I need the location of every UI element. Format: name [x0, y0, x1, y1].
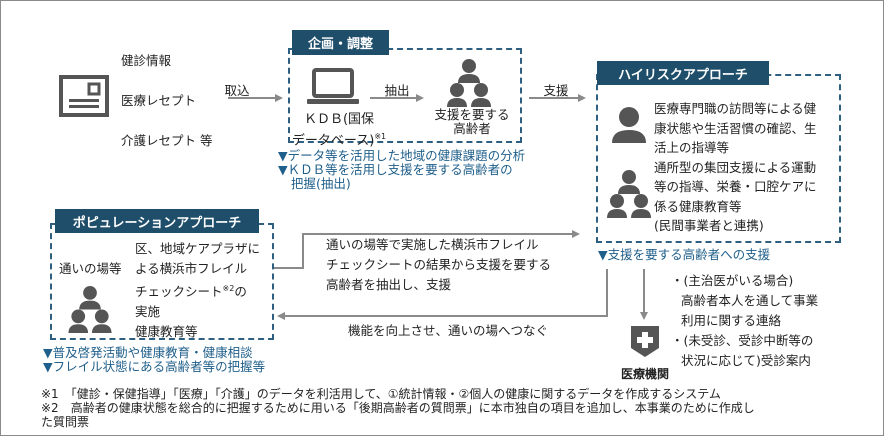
flow-line: 高齢者を抽出し、支援 — [326, 277, 452, 292]
extract-arrow — [370, 97, 417, 99]
high-risk-line: (民間事業者と連携) — [654, 218, 764, 233]
group-people-icon — [447, 59, 491, 107]
high-risk-line: 通所型の集団支援による運動 — [654, 159, 817, 175]
medical-bullet: 状況に応じて)受診案内 — [681, 353, 811, 368]
laptop-icon — [307, 68, 359, 104]
medical-arrow — [643, 269, 645, 313]
medical-arrowhead — [640, 312, 648, 320]
population-note: ▼普及啓発活動や健康教育・健康相談 — [43, 345, 253, 360]
document-card-icon — [59, 75, 109, 117]
group-people-icon — [607, 170, 651, 218]
support-label: 支援 — [543, 83, 569, 98]
planning-note: 把握(抽出) — [291, 176, 351, 191]
target-line2: 高齢者 — [453, 121, 491, 136]
support-arrowhead — [578, 94, 586, 102]
population-line: よる横浜市フレイル — [135, 261, 248, 276]
to-high-risk-text: 通いの場等で実施した横浜市フレイル チェックシートの結果から支援を要する 高齢者… — [326, 235, 551, 295]
import-arrowhead — [275, 94, 283, 102]
connector-segment — [273, 267, 304, 269]
support-arrow — [529, 97, 579, 99]
kdb-line2: データベース) — [291, 133, 375, 149]
return-segment — [606, 269, 608, 317]
connector-segment — [302, 233, 304, 269]
kdb-label: ＫＤＢ(国保 データベース)※1 — [292, 111, 386, 149]
population-notes: ▼普及啓発活動や健康教育・健康相談 ▼フレイル状態にある高齢者等の把握等 — [43, 346, 265, 374]
import-label: 取込 — [224, 83, 250, 98]
footnotes: ※1 「健診・保健指導」「医療」「介護」のデータを利活用して、①統計情報・②個人… — [41, 387, 755, 429]
population-line: の — [234, 284, 247, 300]
population-text: 区、地域ケアプラザに よる横浜市フレイル チェックシート※2の 実施 健康教育等 — [135, 239, 260, 342]
medical-institution-label: 医療機関 — [620, 367, 670, 381]
footnote-1: ※1 「健診・保健指導」「医療」「介護」のデータを利活用して、①統計情報・②個人… — [41, 387, 721, 401]
planning-header: 企画・調整 — [292, 30, 389, 55]
planning-box — [288, 48, 522, 143]
medical-bullet: ・(主治医がいる場合) — [671, 273, 794, 288]
population-line: 区、地域ケアプラザに — [135, 241, 261, 256]
extract-arrowhead — [416, 94, 424, 102]
place-label: 通いの場等 — [59, 261, 122, 276]
to-population-text: 機能を向上させ、通いの場へつなぐ — [347, 323, 549, 338]
target-elderly-label: 支援を要する 高齢者 — [434, 108, 509, 136]
medical-bullet: 高齢者本人を通して事業 — [681, 293, 819, 308]
population-line: 実施 — [135, 304, 161, 320]
population-line: 健康教育等 — [135, 324, 198, 340]
to-population-arrowhead — [277, 312, 285, 320]
person-icon — [612, 107, 646, 143]
medical-bullet: ・(未受診、受診中断等の — [671, 333, 814, 348]
planning-notes: ▼データ等を活用した地域の健康課題の分析 ▼ＫＤＢ等を活用し支援を要する高齢者の… — [278, 149, 525, 191]
high-risk-note: ▼支援を要する高齢者への支援 — [598, 247, 771, 262]
high-risk-line: 活上の指導等 — [654, 140, 730, 155]
high-risk-line: 医療専門職の訪問等による健 — [654, 101, 817, 116]
population-line: チェックシート — [135, 284, 223, 300]
footnote-2: ※2 高齢者の健康状態を総合的に把握するために用いる「後期高齢者の質問票」に本市… — [41, 401, 755, 415]
group-people-icon — [68, 285, 112, 334]
source-care-receipt: 介護レセプト 等 — [121, 133, 213, 148]
source-kenshin: 健診情報 — [121, 53, 172, 68]
medical-bullets: ・(主治医がいる場合) 高齢者本人を通して事業 利用に関する連絡 ・(未受診、受… — [671, 271, 818, 371]
to-high-risk-arrow — [302, 233, 573, 235]
flow-line: チェックシートの結果から支援を要する — [326, 257, 552, 272]
high-risk-text: 医療専門職の訪問等による健 康状態や生活習慣の確認、生 活上の指導等 通所型の集… — [654, 99, 817, 236]
planning-note: ▼データ等を活用した地域の健康課題の分析 — [278, 148, 526, 163]
kdb-footnote-ref: ※1 — [374, 132, 387, 141]
import-arrow — [228, 97, 276, 99]
high-risk-line: 等の指導、栄養・口腔ケアに — [654, 179, 817, 194]
population-note: ▼フレイル状態にある高齢者等の把握等 — [43, 359, 266, 374]
sheet-footnote-ref: ※2 — [222, 284, 235, 293]
flow-line: 通いの場等で実施した横浜市フレイル — [326, 237, 539, 252]
medical-bullet: 利用に関する連絡 — [681, 313, 782, 328]
to-high-risk-arrowhead — [572, 230, 580, 238]
medical-shield-icon — [631, 326, 659, 357]
high-risk-line: 係る健康教育等 — [654, 198, 742, 214]
target-line1: 支援を要する — [434, 107, 510, 122]
kdb-line1: ＫＤＢ(国保 — [303, 112, 375, 127]
extract-label: 抽出 — [384, 83, 410, 98]
high-risk-header: ハイリスクアプローチ — [597, 61, 769, 85]
to-population-arrow — [284, 315, 608, 317]
high-risk-line: 康状態や生活習慣の確認、生 — [654, 120, 817, 136]
source-medical-receipt: 医療レセプト — [121, 93, 197, 108]
planning-note: ▼ＫＤＢ等を活用し支援を要する高齢者の — [278, 162, 513, 177]
footnote-2-cont: た質問票 — [41, 415, 90, 429]
population-header: ポピュレーションアプローチ — [55, 209, 259, 233]
